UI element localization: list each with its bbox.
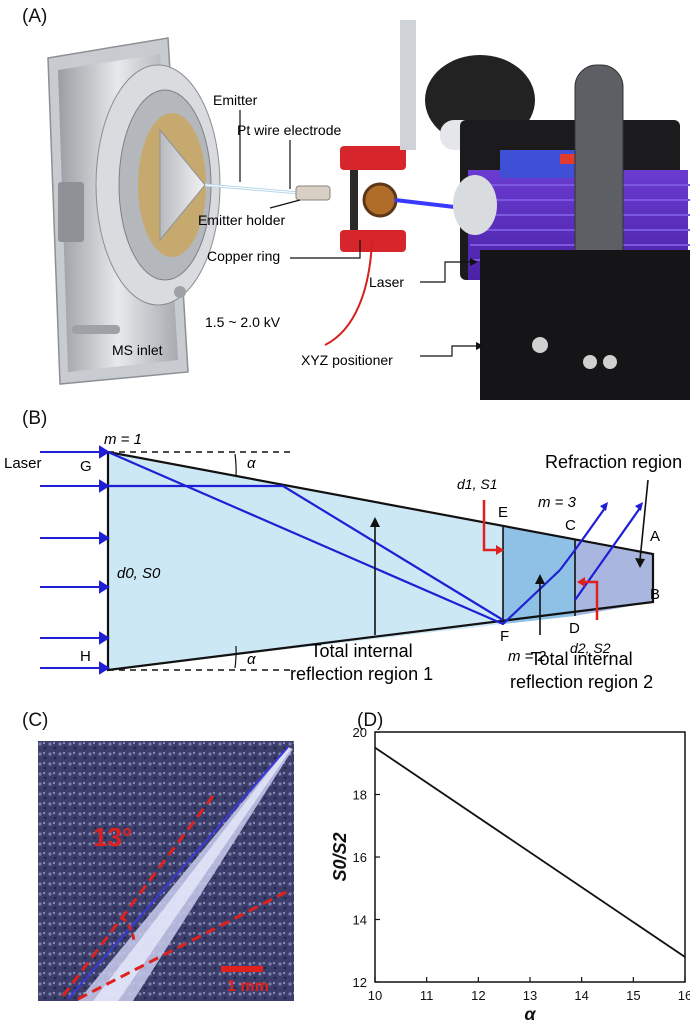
- label-pt-wire: Pt wire electrode: [237, 122, 342, 138]
- label-point-b: B: [650, 586, 661, 603]
- label-point-e: E: [498, 504, 509, 521]
- x-tick-label: 14: [574, 988, 588, 1003]
- label-tir2: Total internal reflection region 2: [510, 648, 653, 694]
- label-alpha-bottom: α: [247, 651, 256, 668]
- label-point-h: H: [80, 648, 91, 665]
- label-laser: Laser: [369, 274, 405, 290]
- panel-a-illustration: [47, 20, 690, 400]
- incoming-laser-arrows: [40, 445, 110, 675]
- label-tir1-line2: reflection region 1: [290, 664, 434, 684]
- y-tick-label: 20: [353, 725, 367, 740]
- label-emitter-holder: Emitter holder: [198, 212, 286, 228]
- plot-frame: [374, 731, 686, 983]
- tir-region-2: [503, 527, 575, 624]
- refraction-zone: [575, 540, 653, 616]
- red-markers: [482, 500, 599, 620]
- label-refraction-region: Refraction region: [545, 452, 683, 472]
- emitter-holder: [295, 185, 331, 201]
- label-alpha-top: α: [247, 455, 256, 472]
- y-axis-label: S0/S2: [330, 832, 350, 881]
- x-tick-label: 13: [523, 988, 537, 1003]
- label-tir2-line2: reflection region 2: [510, 672, 654, 692]
- label-tir2-line1: Total internal: [530, 649, 633, 669]
- tir-region-1: [108, 452, 503, 670]
- panel-d-label: (D): [357, 710, 384, 731]
- x-tick-label: 11: [420, 988, 434, 1003]
- label-d2-s2: d2, S2: [570, 640, 611, 656]
- label-voltage: 1.5 ~ 2.0 kV: [205, 314, 281, 330]
- panel-a-label: (A): [22, 6, 48, 27]
- label-emitter: Emitter: [213, 92, 258, 108]
- label-m1: m = 1: [104, 431, 142, 448]
- label-point-a: A: [650, 528, 661, 545]
- y-tick-label: 18: [353, 788, 367, 803]
- y-tick-label: 16: [353, 850, 367, 865]
- x-tick-label: 15: [626, 988, 640, 1003]
- panel-a-arrowheads: [470, 258, 484, 350]
- x-tick-label: 10: [368, 988, 382, 1003]
- label-point-g: G: [80, 458, 92, 475]
- region-pointers: [374, 479, 649, 635]
- panel-d-chart: 10 11 12 13 14 15 16 12 14 16 18 20 α S0/S2: [330, 725, 690, 1020]
- label-ms-inlet: MS inlet: [112, 342, 163, 358]
- label-b-laser: Laser: [4, 455, 42, 472]
- hv-wire: [324, 239, 373, 346]
- copper-ring-assembly: [340, 146, 406, 252]
- series-line: [374, 746, 686, 958]
- ms-inlet-plate: [47, 37, 221, 385]
- y-tick-label: 12: [353, 975, 367, 990]
- label-xyz: XYZ positioner: [301, 352, 393, 368]
- label-d1-s1: d1, S1: [457, 476, 498, 492]
- label-point-d: D: [569, 620, 580, 637]
- panel-a-leaders: [239, 110, 476, 357]
- label-d0-s0: d0, S0: [117, 565, 161, 582]
- panel-c-micrograph: [38, 741, 294, 1001]
- label-angle-13: 13°: [93, 822, 133, 852]
- x-tick-label: 12: [471, 988, 485, 1003]
- label-tir1-line1: Total internal: [310, 641, 413, 661]
- region-pointer-heads: [370, 517, 645, 584]
- outgoing-arrowheads: [600, 502, 643, 511]
- label-point-c: C: [565, 517, 576, 534]
- label-scale-1mm: 1 mm: [227, 978, 269, 995]
- reflected-beams: [107, 450, 641, 626]
- red-marker-arrowheads: [496, 545, 585, 587]
- laser-module: [400, 20, 690, 400]
- label-tir1: Total internal reflection region 1: [290, 640, 433, 686]
- panel-b-label: (B): [22, 408, 48, 429]
- panel-c-label: (C): [22, 710, 49, 731]
- x-axis-label: α: [524, 1004, 536, 1020]
- label-point-f: F: [500, 628, 510, 645]
- label-copper-ring: Copper ring: [207, 248, 281, 264]
- panel-b-diagram: [40, 445, 655, 675]
- x-tick-label: 16: [678, 988, 690, 1003]
- y-tick-label: 14: [353, 913, 367, 928]
- label-m3: m = 3: [538, 494, 576, 511]
- cone-outline: [106, 450, 655, 672]
- label-m2: m = 2: [508, 648, 546, 665]
